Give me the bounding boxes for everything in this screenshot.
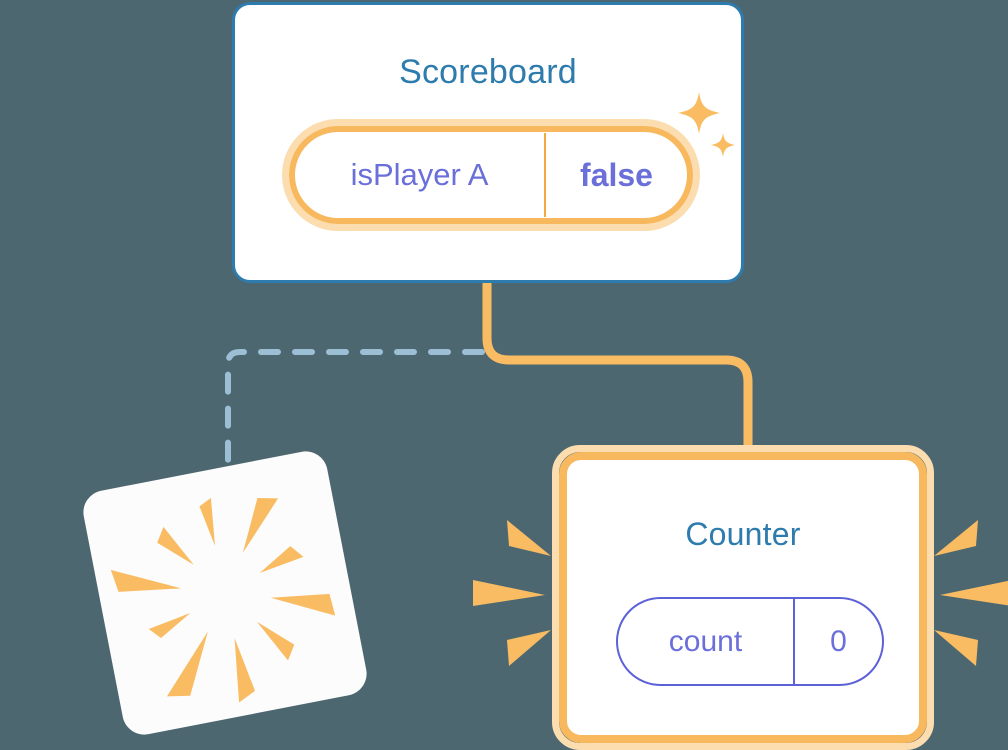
blank-card[interactable] — [79, 447, 371, 739]
counter-pill-value: 0 — [830, 624, 847, 658]
sparkles-icon — [678, 92, 735, 157]
scoreboard-pill-body: isPlayer A false — [289, 126, 693, 224]
scoreboard-pill-divider — [544, 133, 546, 217]
sparkle-large-icon — [678, 92, 720, 134]
burst-ray — [507, 630, 551, 666]
counter-burst-right-icon — [934, 520, 1008, 666]
burst-ray — [940, 580, 1008, 606]
scoreboard-state-pill[interactable]: isPlayer A false — [282, 119, 700, 231]
counter-burst-left-icon — [473, 520, 551, 666]
scoreboard-pill-glow-ring — [282, 119, 700, 231]
sparkle-small-icon — [711, 133, 735, 157]
scoreboard-pill-key: isPlayer A — [350, 157, 489, 192]
counter-card-body: Counter count 0 — [559, 452, 927, 743]
burst-ray — [934, 630, 978, 666]
burst-ray — [934, 520, 978, 556]
scoreboard-card[interactable]: Scoreboard isPlayer A false — [232, 2, 744, 283]
counter-pill-key: count — [668, 624, 743, 658]
counter-state-pill[interactable]: count 0 — [616, 597, 884, 686]
counter-pill-divider — [793, 599, 795, 684]
scoreboard-card-title: Scoreboard — [399, 53, 577, 91]
counter-card[interactable]: Counter count 0 — [552, 445, 934, 750]
counter-card-title: Counter — [685, 516, 801, 552]
blank-card-surface — [79, 447, 371, 739]
burst-ray — [473, 580, 545, 606]
connector-solid-scoreboard-to-counter — [482, 283, 753, 460]
scoreboard-pill-value: false — [580, 156, 653, 193]
burst-ray — [507, 520, 551, 556]
